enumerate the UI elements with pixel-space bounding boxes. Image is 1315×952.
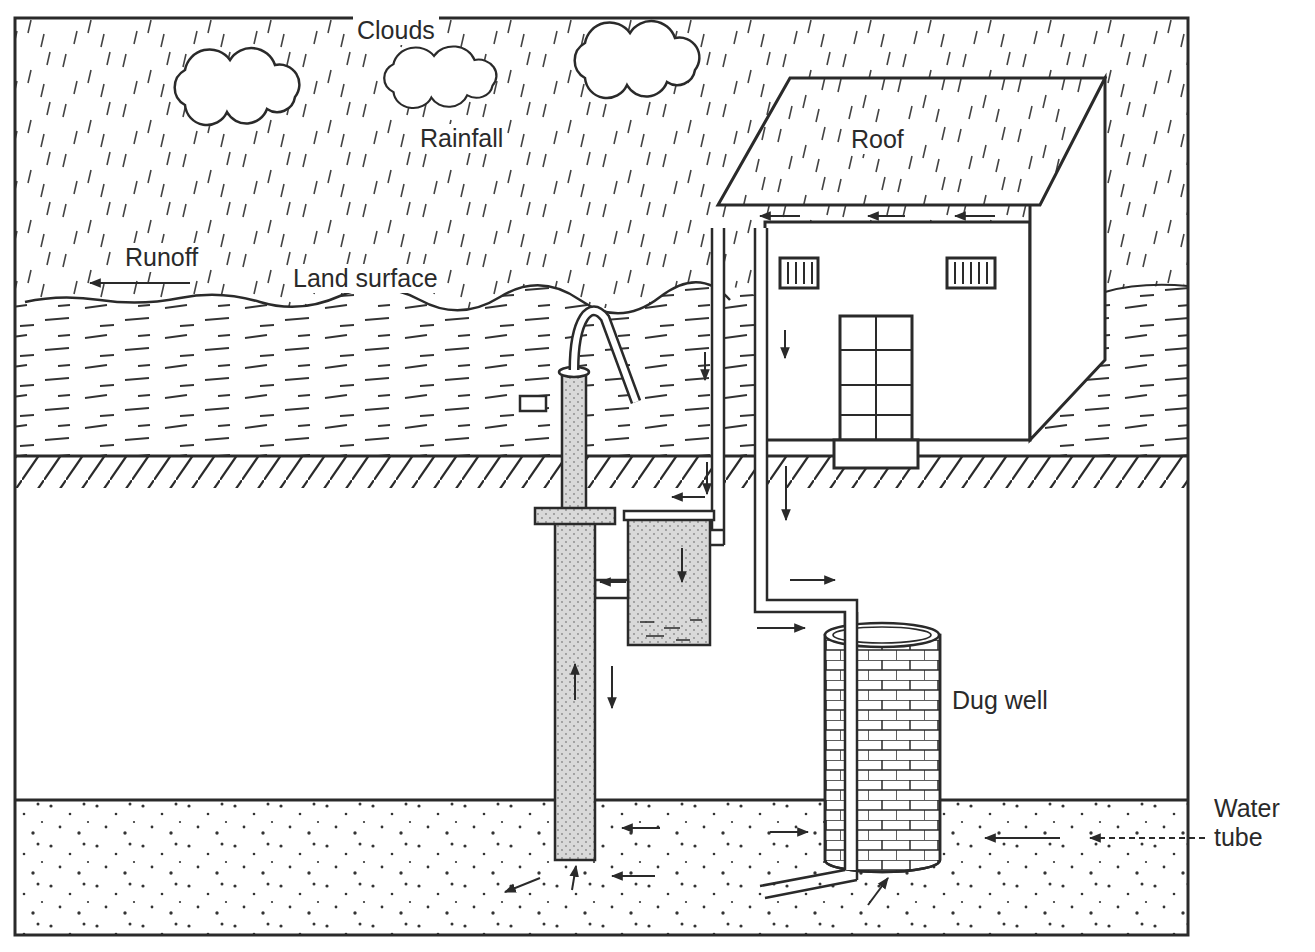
house-part <box>947 258 995 288</box>
aquifer-part <box>15 799 1188 802</box>
flow-arrows-part <box>985 837 1060 839</box>
downpipes-part <box>755 228 857 640</box>
clouds-part <box>384 46 496 108</box>
flow-arrows-part <box>770 831 808 833</box>
well-label: Dug well <box>948 686 1052 715</box>
ground-layer-part <box>15 456 1188 488</box>
house-part <box>955 262 987 284</box>
aquifer-label: Water tube <box>1210 794 1310 852</box>
roof-fill <box>718 78 1105 205</box>
house-part <box>834 440 918 468</box>
flow-arrows-part <box>785 466 787 520</box>
roof-rain <box>718 78 1105 205</box>
dug-well-part <box>845 612 857 870</box>
runoff-label: Runoff <box>121 243 202 272</box>
flow-arrows-part <box>784 330 786 358</box>
flow-arrows-part <box>757 627 805 629</box>
flow-arrows-part <box>612 875 655 877</box>
flow-arrows-part <box>90 282 190 284</box>
flow-arrows-part <box>622 827 660 829</box>
hand-pump-part <box>520 396 546 411</box>
flow-arrows-part <box>955 215 995 217</box>
roof-shape: Roof <box>715 75 1107 207</box>
flow-arrows-part <box>681 548 683 582</box>
downpipes-part <box>755 228 767 608</box>
clouds-label: Clouds <box>353 16 439 45</box>
flow-arrows-part <box>574 664 576 700</box>
downpipes-part <box>712 228 724 545</box>
filter-tank-part <box>624 511 714 520</box>
hand-pump-part <box>562 372 586 512</box>
house-part <box>780 258 818 288</box>
flow-arrows-part <box>868 878 888 905</box>
hand-pump <box>520 311 636 860</box>
filter-tank <box>595 511 724 645</box>
dug-well-part <box>825 623 939 647</box>
flow-arrows-part <box>611 666 613 708</box>
frame <box>15 18 1188 935</box>
rainfall-label: Rainfall <box>416 124 507 153</box>
filter-tank-part <box>710 530 724 545</box>
downpipes <box>712 228 857 640</box>
flow-arrows-part <box>706 462 708 494</box>
flow-arrows-part <box>704 352 706 380</box>
downpipes-part <box>755 600 857 612</box>
house-part <box>840 316 912 440</box>
house-part <box>765 222 1030 440</box>
house-part <box>788 262 812 284</box>
filter-tank-part <box>595 580 628 598</box>
flow-arrows-part <box>1090 837 1205 839</box>
flow-arrows-part <box>868 215 905 217</box>
filter-tank-part <box>640 620 702 640</box>
aquifer <box>15 800 1188 935</box>
dug-well-part <box>760 870 857 898</box>
filter-tank-part <box>628 515 710 645</box>
surface-water-part <box>15 282 765 456</box>
house-part <box>840 316 912 440</box>
aquifer-part <box>15 800 1188 935</box>
roof-outline <box>715 75 1107 207</box>
flow-arrows-part <box>572 866 576 890</box>
hand-pump-part <box>574 311 636 402</box>
dug-well-part <box>825 635 940 872</box>
hand-pump-part <box>535 508 615 524</box>
hand-pump-part <box>574 311 636 402</box>
surface-water-part <box>15 282 765 456</box>
clouds-part <box>175 48 300 125</box>
roof-label: Roof <box>847 125 908 154</box>
downpipes-part <box>712 228 724 528</box>
frame-part <box>15 18 1188 935</box>
surface-label: Land surface <box>289 264 442 293</box>
flow-arrows-part <box>760 215 800 217</box>
flow-arrows-part <box>600 581 626 583</box>
surface-water-part <box>1105 285 1188 292</box>
flow-arrows-part <box>672 496 705 498</box>
ground-layer-part <box>15 456 1188 488</box>
flow-arrows <box>90 216 1205 905</box>
dug-well <box>760 612 940 898</box>
ground-layer-part <box>15 488 1188 800</box>
clouds-part <box>575 21 700 98</box>
hand-pump-part <box>555 520 595 860</box>
flow-arrows-part <box>505 878 540 892</box>
dug-well-part <box>845 612 857 880</box>
ground-layer-part <box>15 455 1188 458</box>
ground-layer <box>15 456 1188 800</box>
flow-arrows-part <box>790 579 835 581</box>
dug-well-part <box>825 635 940 872</box>
